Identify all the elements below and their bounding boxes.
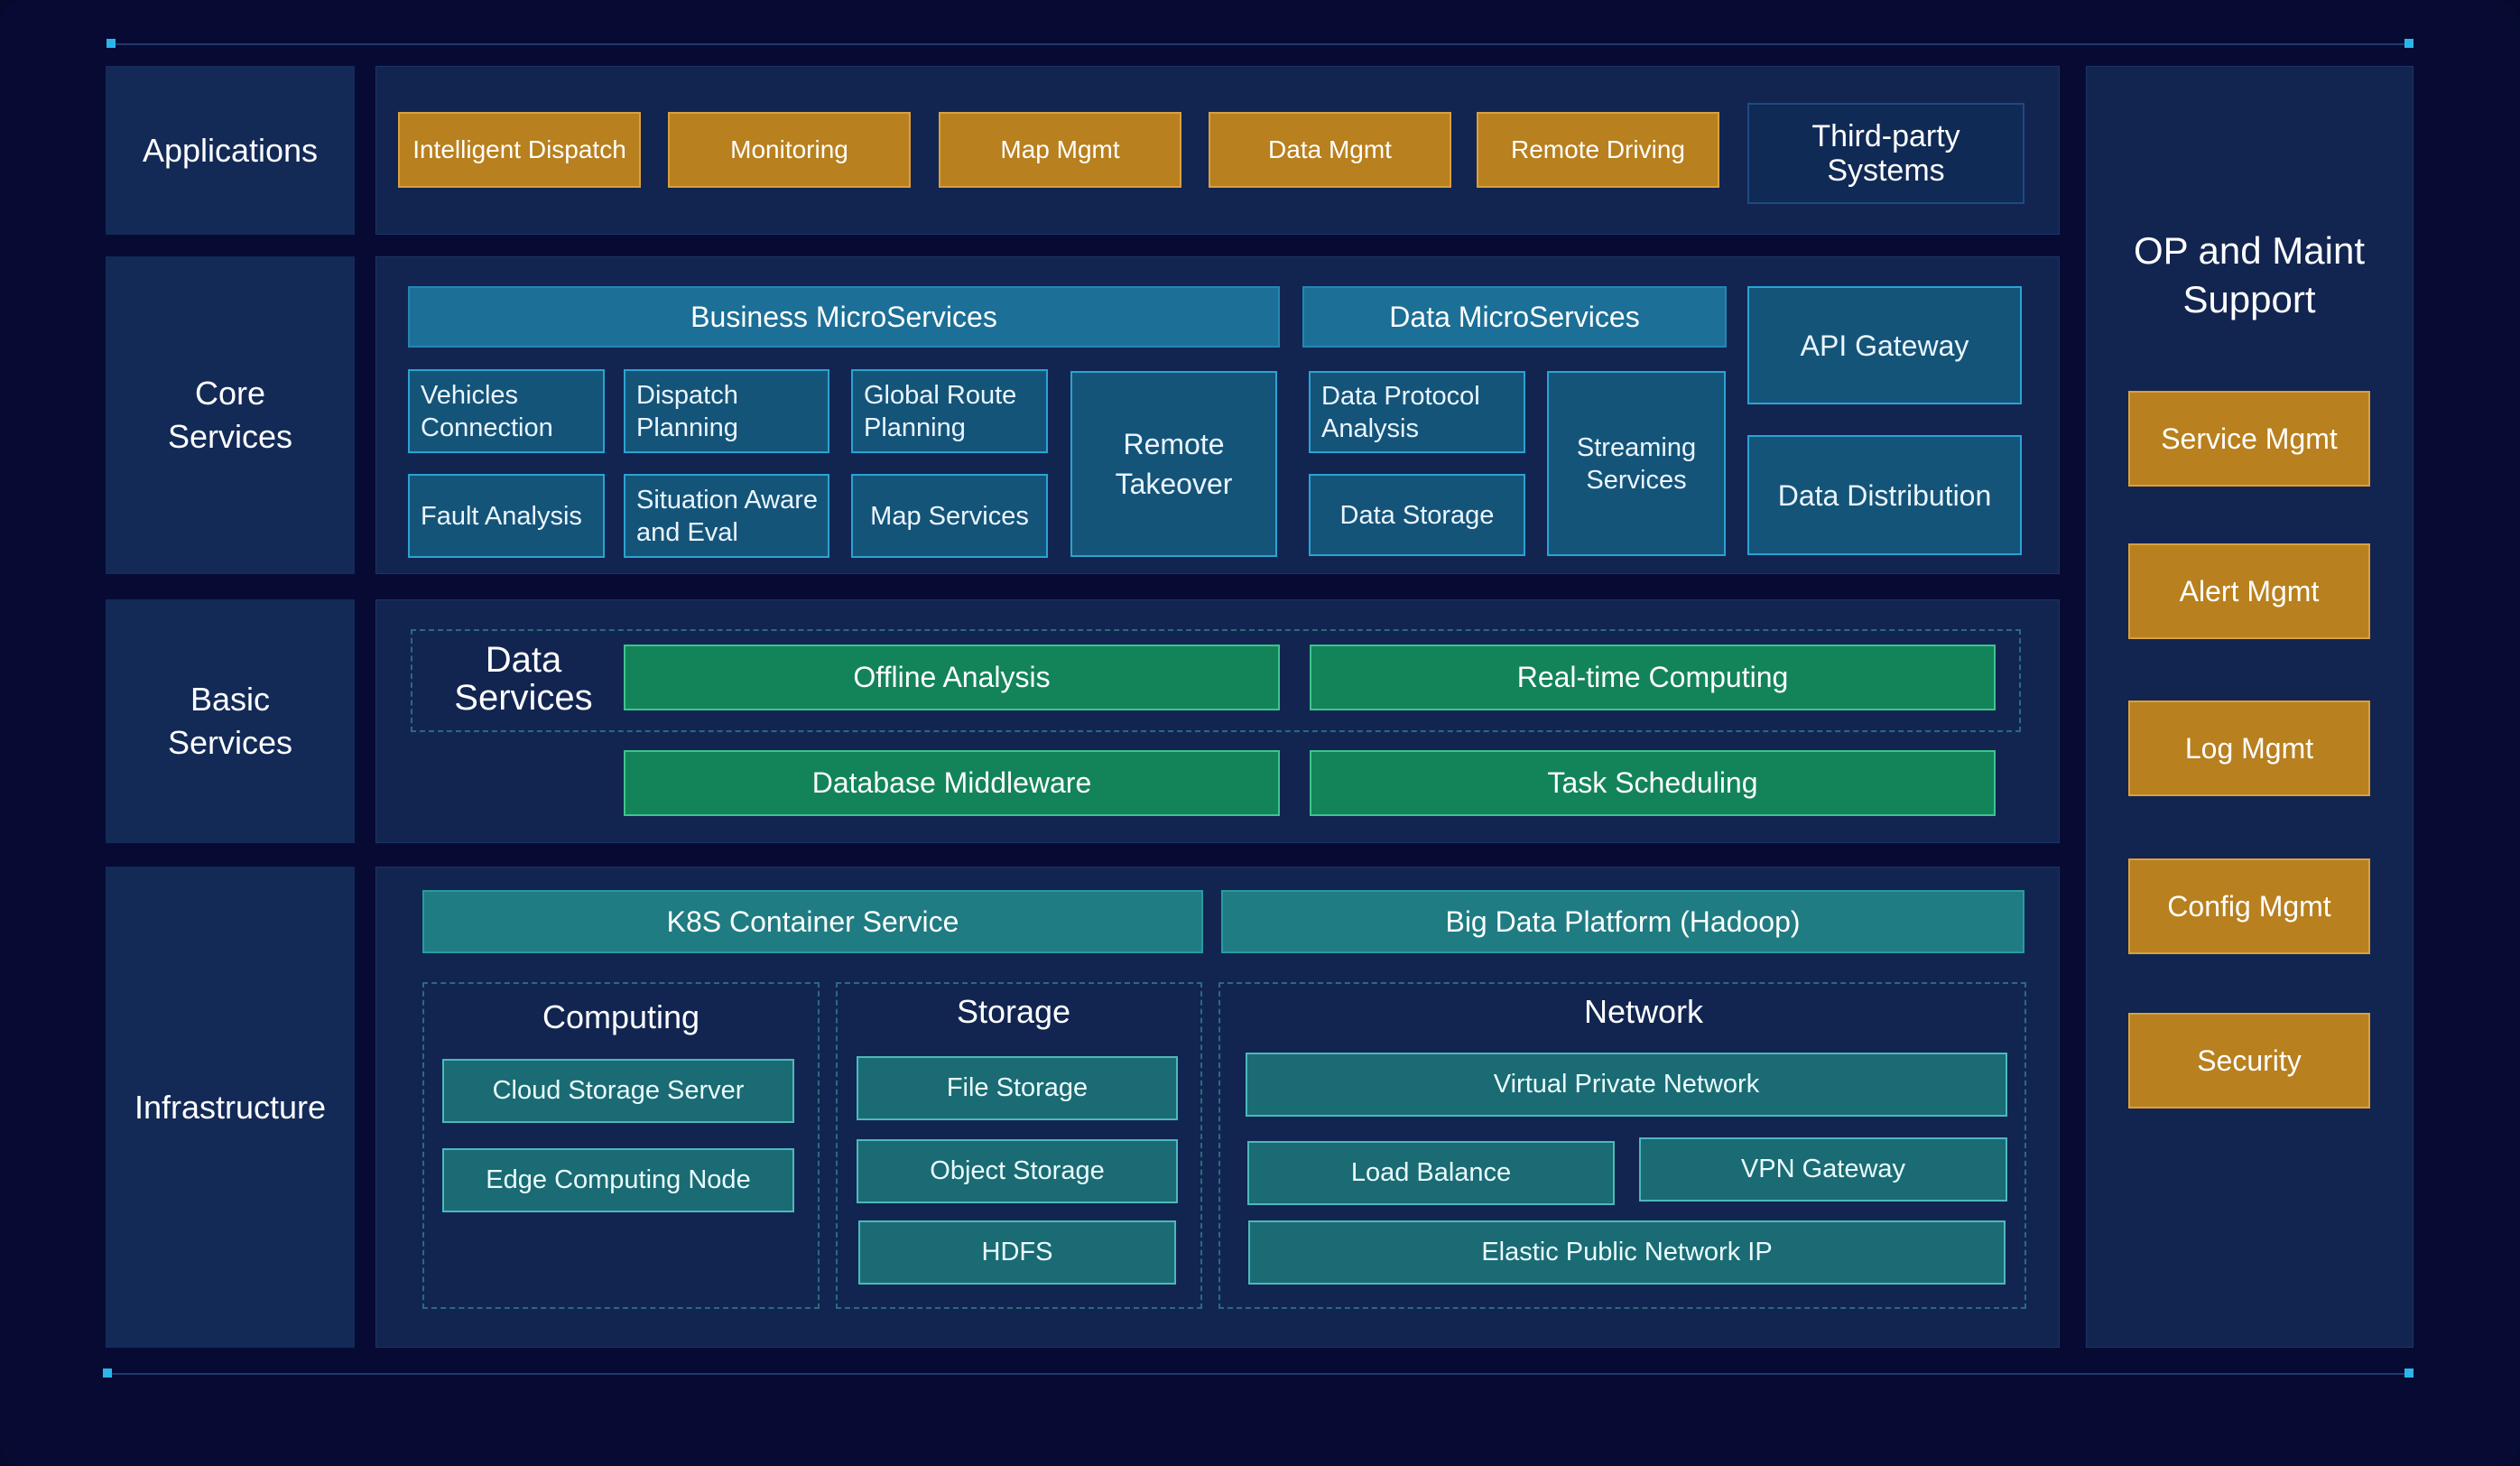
vehicles-connection: Vehicles Connection (408, 369, 605, 453)
situation-aware-and-eval: Situation Aware and Eval (624, 474, 829, 558)
hdfs: HDFS (858, 1220, 1176, 1285)
op-security: Security (2128, 1013, 2370, 1109)
real-time-computing: Real-time Computing (1310, 645, 1996, 710)
map-services: Map Services (851, 474, 1048, 558)
computing-title: Computing (542, 998, 700, 1035)
cloud-storage-server: Cloud Storage Server (442, 1059, 794, 1123)
row-label-basic-services: Basic Services (106, 599, 355, 843)
storage-title: Storage (956, 993, 1071, 1030)
app-intelligent-dispatch: Intelligent Dispatch (398, 112, 641, 188)
big-data-platform: Big Data Platform (Hadoop) (1221, 890, 2024, 953)
vpn-gateway: VPN Gateway (1639, 1137, 2007, 1202)
load-balance: Load Balance (1247, 1141, 1615, 1205)
row-label-infrastructure: Infrastructure (106, 867, 355, 1348)
api-gateway: API Gateway (1747, 286, 2022, 404)
network-title: Network (1583, 993, 1704, 1030)
storage-group (836, 982, 1202, 1309)
bottom-divider-line (110, 1373, 2412, 1375)
app-data-mgmt: Data Mgmt (1209, 112, 1451, 188)
top-divider-line (110, 43, 2412, 45)
op-alert-mgmt: Alert Mgmt (2128, 543, 2370, 639)
corner-dot (2404, 39, 2413, 48)
app-remote-driving: Remote Driving (1477, 112, 1719, 188)
corner-dot (107, 39, 116, 48)
data-storage: Data Storage (1309, 474, 1525, 556)
network-group (1218, 982, 2026, 1309)
task-scheduling: Task Scheduling (1310, 750, 1996, 816)
computing-group (422, 982, 820, 1309)
op-config-mgmt: Config Mgmt (2128, 858, 2370, 954)
op-log-mgmt: Log Mgmt (2128, 701, 2370, 796)
data-microservices-header: Data MicroServices (1302, 286, 1727, 348)
dispatch-planning: Dispatch Planning (624, 369, 829, 453)
elastic-public-network-ip: Elastic Public Network IP (1248, 1220, 2006, 1285)
database-middleware: Database Middleware (624, 750, 1280, 816)
file-storage: File Storage (857, 1056, 1178, 1120)
business-microservices-header: Business MicroServices (408, 286, 1280, 348)
global-route-planning: Global Route Planning (851, 369, 1048, 453)
object-storage: Object Storage (857, 1139, 1178, 1203)
app-third-party-systems: Third-party Systems (1747, 103, 2024, 204)
corner-dot (2404, 1369, 2413, 1378)
app-monitoring: Monitoring (668, 112, 911, 188)
k8s-container-service: K8S Container Service (422, 890, 1203, 953)
edge-computing-node: Edge Computing Node (442, 1148, 794, 1212)
row-label-applications: Applications (106, 66, 355, 235)
data-services-group (411, 629, 2021, 732)
row-label-core-services: Core Services (106, 256, 355, 574)
virtual-private-network: Virtual Private Network (1246, 1053, 2007, 1117)
data-distribution: Data Distribution (1747, 435, 2022, 555)
remote-takeover: Remote Takeover (1070, 371, 1277, 557)
offline-analysis: Offline Analysis (624, 645, 1280, 710)
data-protocol-analysis: Data Protocol Analysis (1309, 371, 1525, 453)
op-maint-title: OP and Maint Support (2133, 229, 2366, 320)
op-service-mgmt: Service Mgmt (2128, 391, 2370, 487)
app-map-mgmt: Map Mgmt (939, 112, 1181, 188)
fault-analysis: Fault Analysis (408, 474, 605, 558)
corner-dot (103, 1369, 112, 1378)
data-services-title: Data Services (454, 640, 593, 718)
streaming-services: Streaming Services (1547, 371, 1726, 556)
